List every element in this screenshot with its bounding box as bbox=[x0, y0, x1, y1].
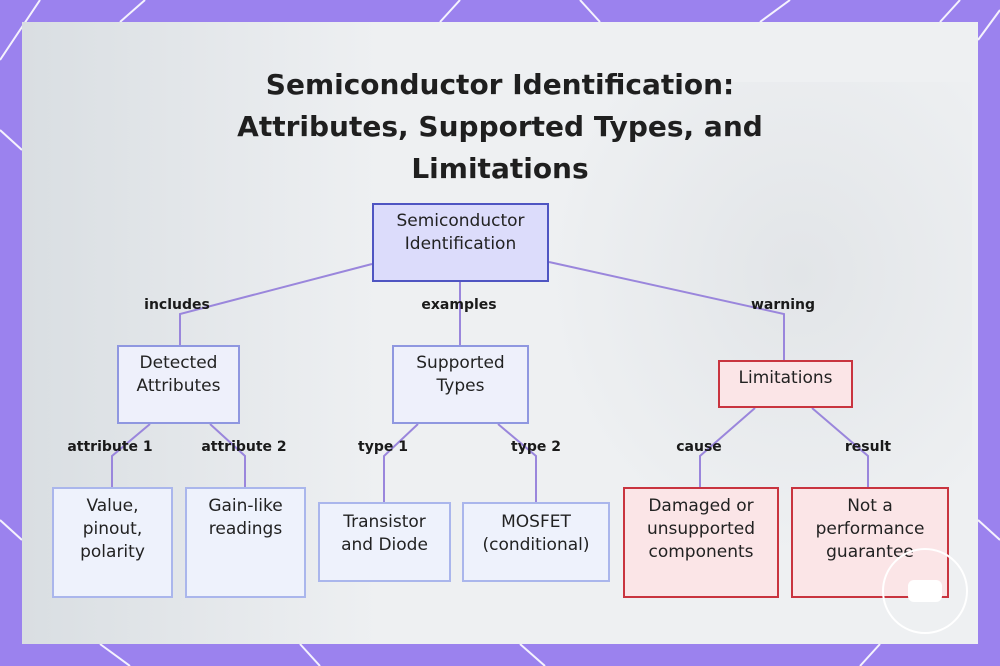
edge-attribute-2 bbox=[209, 423, 246, 487]
edge-label-attribute-1: attribute 1 bbox=[67, 439, 153, 455]
edge-includes bbox=[179, 263, 373, 345]
diagram-title: Semiconductor Identification: Attributes… bbox=[237, 68, 763, 185]
background-blur-right bbox=[542, 82, 972, 562]
node-supported-types: Supported Types bbox=[392, 345, 529, 424]
node-transistor-and-diode: Transistor and Diode bbox=[318, 502, 451, 582]
edge-label-examples: examples bbox=[421, 297, 497, 313]
node-value-pinout-polarity: Value, pinout, polarity bbox=[52, 487, 173, 598]
node-semiconductor-identification: Semiconductor Identification bbox=[372, 203, 549, 282]
logo-badge-shape bbox=[908, 580, 942, 602]
edge-type-2 bbox=[497, 423, 537, 502]
node-label: Value, pinout, polarity bbox=[80, 496, 145, 562]
edge-label-cause: cause bbox=[676, 439, 722, 455]
node-label: Limitations bbox=[738, 368, 833, 388]
diagram-card bbox=[22, 22, 978, 644]
node-limitations: Limitations bbox=[718, 360, 853, 408]
edge-type-1 bbox=[383, 423, 419, 502]
edge-label-includes: includes bbox=[144, 297, 210, 313]
edge-warning bbox=[548, 261, 785, 360]
node-label: Semiconductor Identification bbox=[396, 211, 525, 254]
edge-label-result: result bbox=[844, 439, 892, 455]
edge-result bbox=[811, 407, 869, 487]
node-label: Not a performance guarantee bbox=[815, 496, 925, 562]
edge-label-type-2: type 2 bbox=[511, 439, 561, 455]
edge-cause bbox=[699, 407, 756, 487]
node-label: MOSFET (conditional) bbox=[482, 512, 590, 555]
node-label: Supported Types bbox=[416, 353, 505, 396]
logo-badge-icon bbox=[882, 548, 968, 634]
edge-label-attribute-2: attribute 2 bbox=[201, 439, 287, 455]
node-label: Detected Attributes bbox=[136, 353, 221, 396]
edge-attribute-1 bbox=[111, 423, 151, 487]
edge-label-type-1: type 1 bbox=[358, 439, 408, 455]
node-gain-like-readings: Gain-like readings bbox=[185, 487, 306, 598]
node-label: Gain-like readings bbox=[208, 496, 283, 539]
node-label: Damaged or unsupported components bbox=[646, 496, 756, 562]
node-label: Transistor and Diode bbox=[341, 512, 428, 555]
node-mosfet-conditional: MOSFET (conditional) bbox=[462, 502, 610, 582]
edge-label-warning: warning bbox=[750, 297, 816, 313]
node-detected-attributes: Detected Attributes bbox=[117, 345, 240, 424]
node-damaged-or-unsupported: Damaged or unsupported components bbox=[623, 487, 779, 598]
